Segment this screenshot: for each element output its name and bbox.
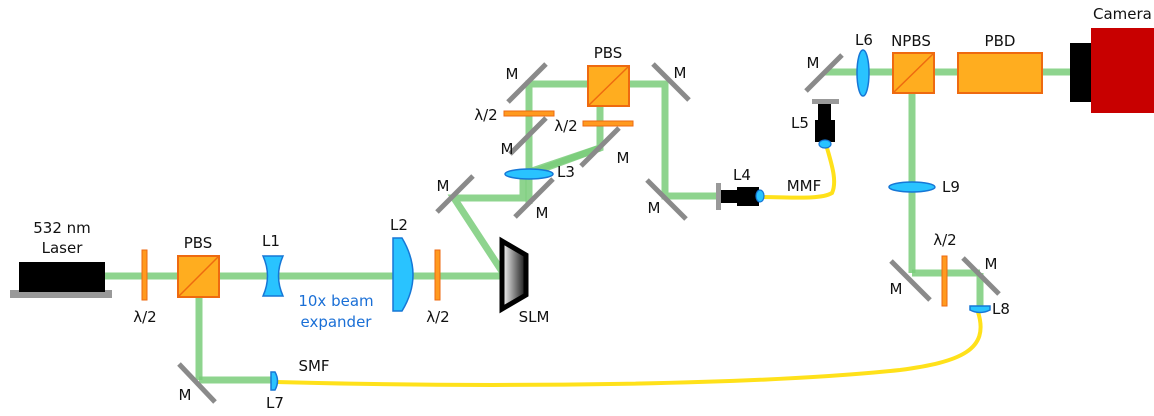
lens-l9	[888, 181, 936, 193]
m-right-bottom-label: M	[890, 280, 903, 298]
mirror-l4	[645, 178, 688, 221]
l7-label: L7	[266, 394, 284, 411]
m-bottom-label: M	[179, 386, 192, 404]
l8-label: L8	[992, 300, 1010, 318]
mirror-slm-2	[513, 177, 555, 219]
lens-l3	[504, 168, 554, 180]
pbs-2	[587, 65, 630, 107]
mirror-right-top	[961, 256, 1001, 296]
mirror-interferometer-right-top	[651, 62, 691, 102]
lens-l1	[261, 255, 285, 297]
m-ifl-top-label: M	[506, 65, 519, 83]
laser-body	[19, 262, 105, 292]
laser	[10, 262, 112, 298]
pbs2-label: PBS	[594, 44, 623, 62]
l5-label: L5	[791, 114, 809, 132]
mirror-interferometer-left	[508, 116, 548, 156]
lens-l2	[392, 237, 414, 312]
mirrors	[177, 53, 1001, 404]
pbs1-label: PBS	[184, 234, 213, 252]
camera-mount	[1070, 43, 1092, 102]
pbd	[957, 52, 1043, 94]
hw3-label: λ/2	[474, 106, 497, 124]
mirror-slm	[435, 174, 475, 214]
slm-label: SLM	[519, 308, 550, 326]
l2-label: L2	[390, 216, 408, 234]
l3-label: L3	[557, 163, 575, 181]
npbs-label: NPBS	[891, 32, 931, 50]
half-wave-plate-3	[503, 110, 555, 117]
half-wave-plate-5	[941, 255, 948, 307]
expander-label-line1: 10x beam	[298, 292, 373, 310]
smf-fiber	[274, 310, 983, 387]
l1-label: L1	[262, 232, 280, 250]
l9-label: L9	[942, 178, 960, 196]
objective-l5	[812, 99, 839, 149]
mirror-interferometer-left-top	[506, 62, 548, 104]
l6-label: L6	[855, 31, 873, 49]
laser-base	[10, 290, 112, 298]
objective-l4	[716, 183, 765, 210]
m-slm-label: M	[437, 177, 450, 195]
camera-label: Camera	[1093, 5, 1152, 23]
laser-label-line2: Laser	[42, 239, 84, 257]
labels: 532 nm Laser PBS L1 L2 λ/2 λ/2 10x beam …	[33, 5, 1152, 412]
smf-label: SMF	[298, 357, 329, 375]
mmf-label: MMF	[787, 177, 822, 195]
beam-paths	[104, 68, 1076, 384]
l4-label: L4	[733, 166, 751, 184]
expander-label-line2: expander	[301, 313, 373, 331]
hw2-label: λ/2	[426, 308, 449, 326]
m-l5-label: M	[807, 54, 820, 72]
npbs	[892, 52, 935, 94]
mirror-bottom	[177, 362, 217, 404]
mirror-right-bottom	[889, 259, 932, 302]
m-ifr-label: M	[617, 149, 630, 167]
lens-l7	[270, 371, 279, 391]
mirror-interferometer-right	[579, 126, 621, 168]
lens-l6	[856, 49, 870, 97]
mirror-l5	[804, 53, 844, 93]
m-slm2-label: M	[536, 204, 549, 222]
camera-body	[1091, 28, 1154, 113]
m-right-top-label: M	[985, 255, 998, 273]
half-wave-plate-1	[141, 249, 148, 301]
slm	[499, 236, 529, 314]
lens-l8	[969, 305, 991, 314]
m-ifl-label: M	[501, 140, 514, 158]
pbs-1	[177, 255, 220, 298]
pbd-label: PBD	[985, 32, 1016, 50]
m-l4-label: M	[648, 199, 661, 217]
mmf-fiber	[760, 142, 837, 200]
hw5-label: λ/2	[933, 231, 956, 249]
camera	[1070, 28, 1154, 113]
hw1-label: λ/2	[133, 308, 156, 326]
half-wave-plate-2	[434, 249, 441, 301]
laser-label-line1: 532 nm	[33, 219, 91, 237]
m-ifr-top-label: M	[674, 64, 687, 82]
hw4-label: λ/2	[554, 117, 577, 135]
half-wave-plate-4	[582, 120, 634, 127]
